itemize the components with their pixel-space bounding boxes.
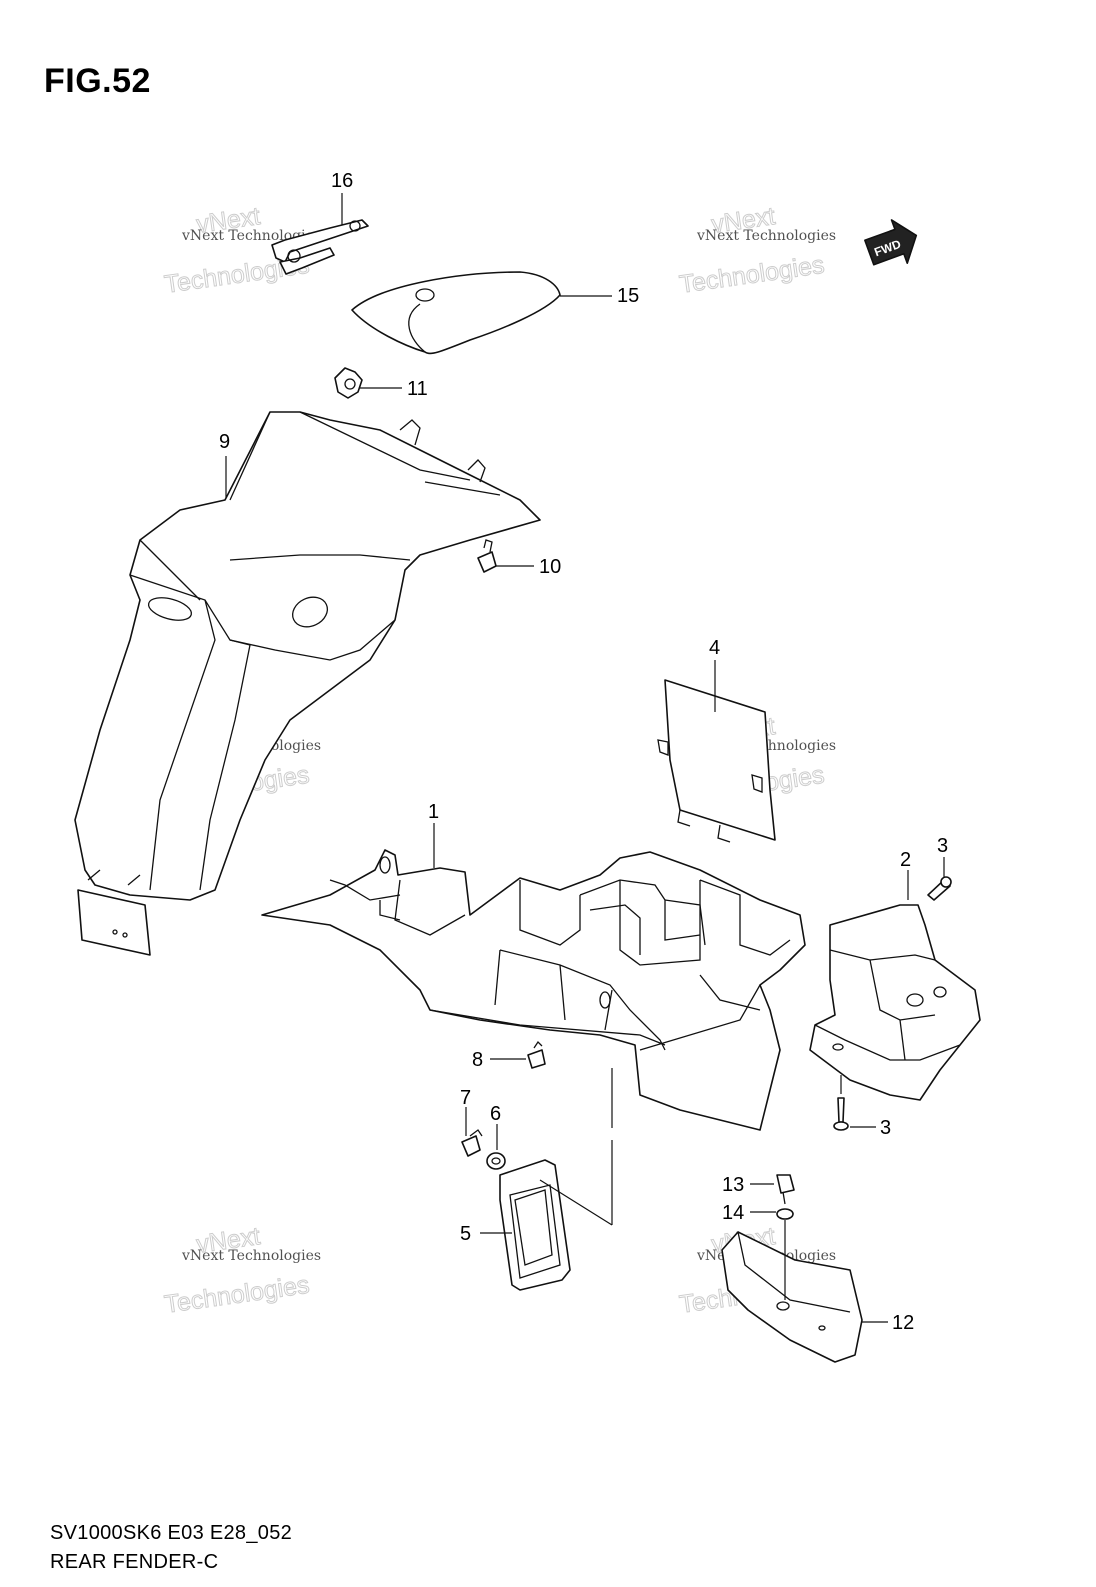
- callout-3-upper: 3: [937, 835, 948, 857]
- figure-title: FIG.52: [44, 62, 151, 100]
- callout-14: 14: [722, 1202, 744, 1224]
- callout-4: 4: [709, 637, 720, 659]
- callout-2: 2: [900, 849, 911, 871]
- part-3-screw-upper: [927, 876, 952, 901]
- part-10-bolt: [477, 539, 497, 573]
- callout-10: 10: [539, 556, 561, 578]
- part-8-bolt: [527, 1040, 546, 1069]
- watermark-small-text: vNext Technologies: [696, 228, 836, 244]
- callout-16: 16: [331, 170, 353, 192]
- part-16-spanner: [271, 219, 369, 275]
- watermark-big-text: Technologies: [678, 251, 826, 299]
- callout-6: 6: [490, 1103, 501, 1125]
- part-14-washer: [776, 1208, 794, 1220]
- callout-13: 13: [722, 1174, 744, 1196]
- part-9-rear-fender: [74, 411, 541, 956]
- callout-12: 12: [892, 1312, 914, 1334]
- watermark-bottom-left: vNext Technologies: [162, 1222, 311, 1320]
- leader-lines: [225, 193, 945, 1323]
- part-7-bolt: [461, 1129, 483, 1157]
- callout-5: 5: [460, 1223, 471, 1245]
- part-11-clip: [334, 367, 363, 399]
- part-3-screw-lower: [833, 1097, 849, 1131]
- part-1-inner-fender: [261, 849, 806, 1131]
- part-13-bolt: [776, 1174, 795, 1205]
- section-name: REAR FENDER-C: [50, 1551, 219, 1573]
- callout-11: 11: [407, 378, 428, 400]
- callout-9: 9: [219, 431, 230, 453]
- part-2-bracket: [809, 904, 981, 1101]
- watermark-big-text: Technologies: [163, 1271, 311, 1319]
- fwd-arrow-icon: FWD: [864, 219, 918, 266]
- callout-1: 1: [428, 801, 439, 823]
- part-15-cover: [351, 271, 561, 355]
- model-code: SV1000SK6 E03 E28_052: [50, 1522, 293, 1544]
- watermark-top-right: vNext Technologies: [677, 202, 826, 300]
- part-12-flap: [721, 1231, 863, 1363]
- watermark-small-text: vNext Technologies: [181, 1248, 321, 1264]
- part-6-nut: [486, 1152, 506, 1170]
- callout-3-lower: 3: [880, 1117, 891, 1139]
- connection-lines: [539, 1068, 786, 1300]
- part-4-plate: [657, 679, 776, 843]
- callout-7: 7: [460, 1087, 471, 1109]
- part-5-holder: [499, 1159, 571, 1291]
- callout-8: 8: [472, 1049, 483, 1071]
- callout-labels: 16 15 11 9 10 4 1 2 3 3 8 7 6 5 13 14 12: [219, 170, 948, 1334]
- callout-15: 15: [617, 285, 639, 307]
